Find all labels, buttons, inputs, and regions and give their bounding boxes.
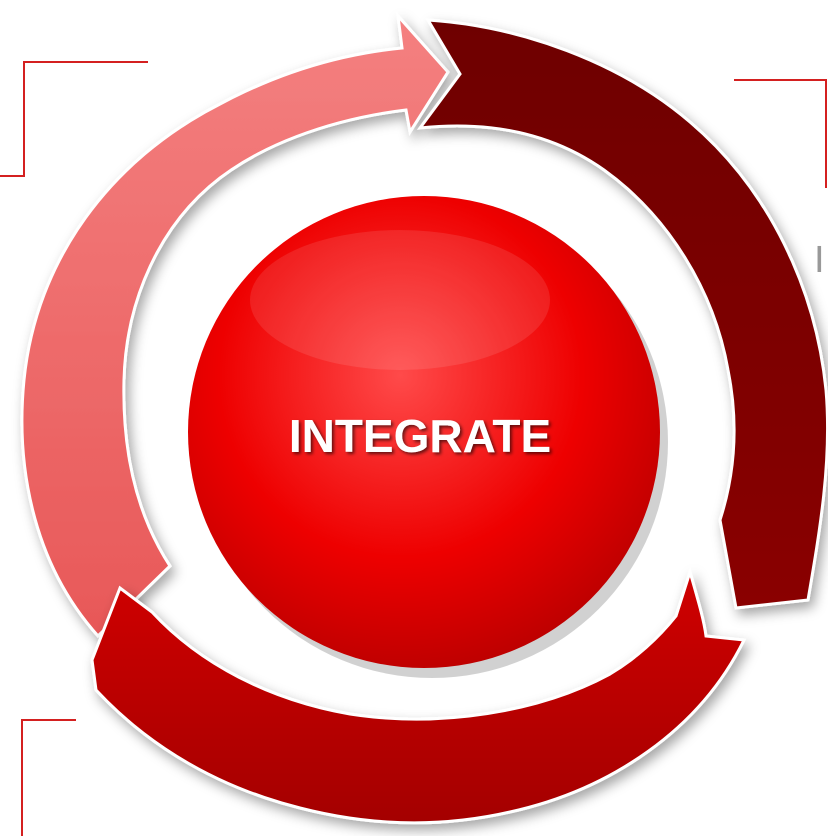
corner-line-top-left <box>0 61 148 177</box>
center-label: INTEGRATE <box>289 410 551 462</box>
corner-line-bottom-left <box>21 719 76 836</box>
corner-lines <box>0 61 827 836</box>
center-button-face <box>188 196 660 668</box>
arc-bottom <box>90 566 747 825</box>
partial-right-text: I <box>814 240 825 281</box>
corner-line-top-right <box>734 79 827 188</box>
center-button: INTEGRATE <box>188 196 668 678</box>
arc-right <box>416 18 828 610</box>
arc-left <box>20 11 450 639</box>
center-button-highlight <box>250 230 550 370</box>
